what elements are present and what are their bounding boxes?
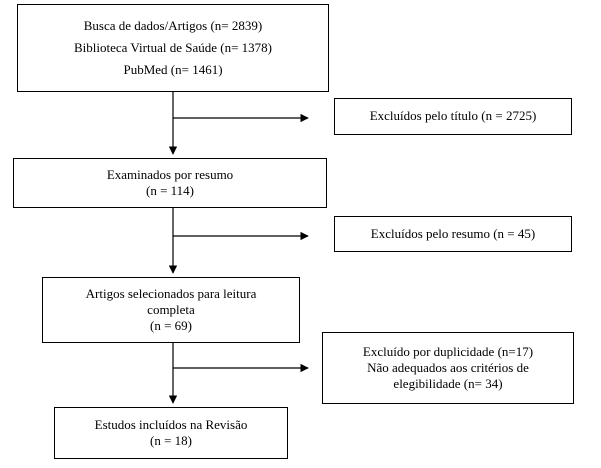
fulltext-box: Artigos selecionados para leitura comple… xyxy=(42,277,300,343)
included-count: (n = 18) xyxy=(150,433,192,448)
abstract-box: Examinados por resumo (n = 114) xyxy=(13,158,327,208)
abstract-count: (n = 114) xyxy=(145,183,194,198)
excluded-duplicate-box: Excluído por duplicidade (n=17) Não adeq… xyxy=(322,332,574,404)
fulltext-label-line1: Artigos selecionados para leitura xyxy=(85,285,257,301)
excluded-abstract-label: Excluídos pelo resumo (n = 45) xyxy=(370,225,536,241)
search-pubmed-label: PubMed (n= 1461) xyxy=(123,62,223,77)
search-total-label: Busca de dados/Artigos (n= 2839) xyxy=(83,18,263,33)
search-box: Busca de dados/Artigos (n= 2839) Bibliot… xyxy=(17,4,329,92)
excluded-duplicate-label: Excluído por duplicidade (n=17) xyxy=(362,343,534,359)
excluded-criteria-label-line2: elegibilidade (n= 34) xyxy=(393,376,503,392)
abstract-label: Examinados por resumo xyxy=(106,166,234,182)
search-bvs-label: Biblioteca Virtual de Saúde (n= 1378) xyxy=(73,40,272,55)
included-box: Estudos incluídos na Revisão (n = 18) xyxy=(54,407,288,459)
excluded-abstract-box: Excluídos pelo resumo (n = 45) xyxy=(334,216,572,252)
included-label: Estudos incluídos na Revisão xyxy=(94,416,248,432)
excluded-criteria-label-line1: Não adequados aos critérios de xyxy=(367,359,529,375)
excluded-title-box: Excluídos pelo título (n = 2725) xyxy=(334,98,572,135)
excluded-title-label: Excluídos pelo título (n = 2725) xyxy=(369,108,537,124)
fulltext-count: (n = 69) xyxy=(150,318,192,334)
fulltext-label-line2: completa xyxy=(147,301,195,317)
